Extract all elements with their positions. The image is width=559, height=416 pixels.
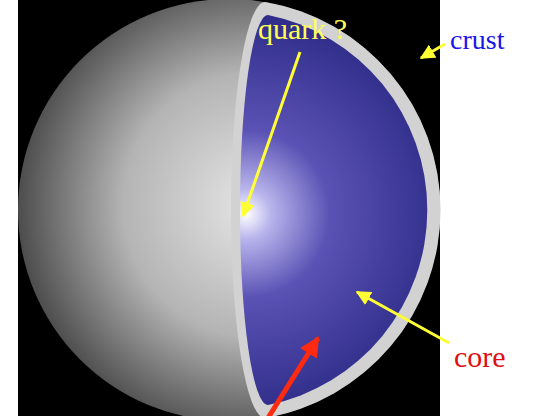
leader-arrow [357, 292, 449, 343]
core-region [240, 15, 427, 405]
crust-label: crust [450, 26, 504, 54]
core-label: core [454, 342, 506, 372]
leader-arrow [243, 52, 300, 216]
crust-layer [231, 2, 441, 416]
pointer-arrow [268, 338, 318, 416]
star-sphere [18, 0, 440, 416]
quark-label: quark ? [258, 14, 347, 44]
leader-arrow [421, 44, 445, 58]
